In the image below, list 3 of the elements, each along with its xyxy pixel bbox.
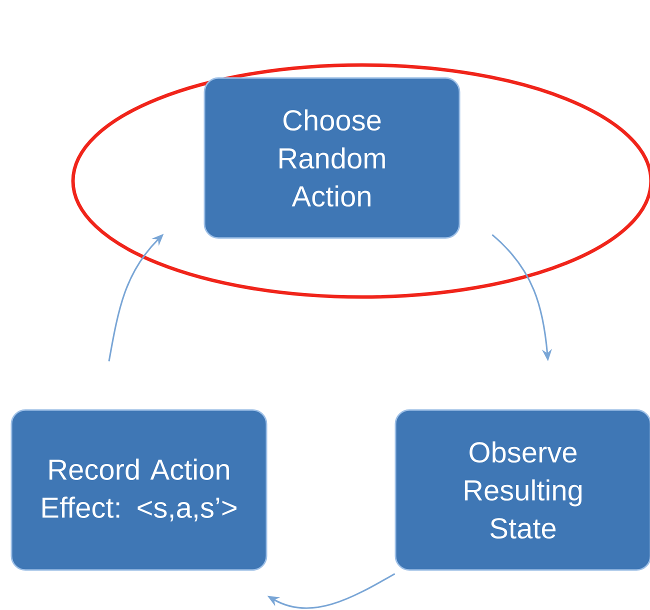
process-box: Observe Resulting State	[394, 409, 650, 571]
process-box: Choose Random Action	[204, 77, 460, 239]
process-box: Record Action Effect: <s,a,s’>	[10, 409, 268, 571]
